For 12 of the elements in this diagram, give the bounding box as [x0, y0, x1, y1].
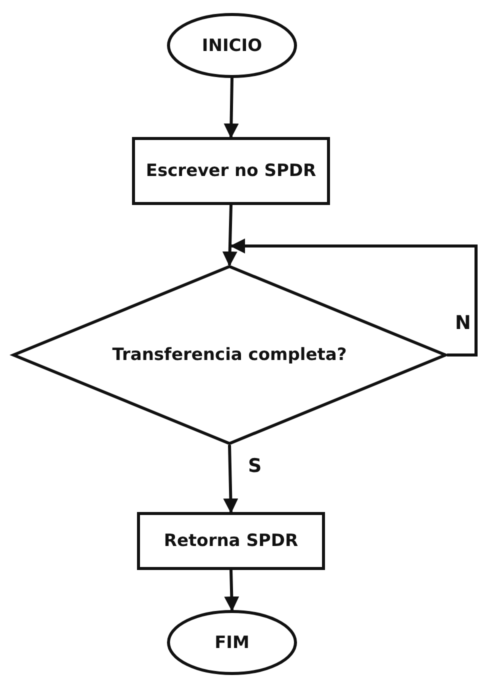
node-label: Transferencia completa? — [112, 345, 347, 365]
node-label: FIM — [214, 632, 250, 652]
arrow — [224, 78, 239, 138]
arrow — [222, 204, 238, 266]
node-label: Escrever no SPDR — [146, 161, 316, 181]
edge-label: N — [455, 312, 471, 334]
arrow — [224, 570, 240, 612]
arrow — [230, 238, 478, 356]
arrow — [223, 444, 238, 514]
node-label: Retorna SPDR — [164, 531, 298, 551]
edge-label: S — [248, 455, 262, 477]
node-label: INICIO — [202, 36, 262, 56]
